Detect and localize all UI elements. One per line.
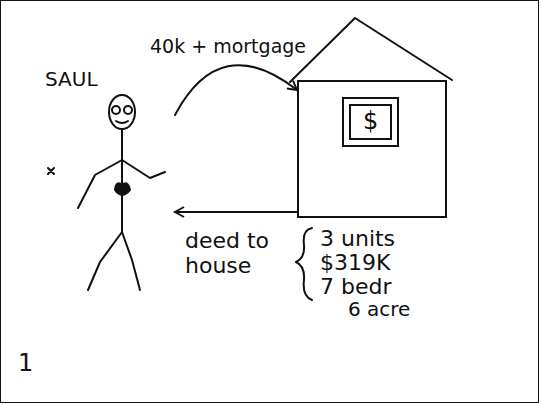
house-note: 6 acre bbox=[348, 298, 410, 321]
transfer-arrow bbox=[175, 65, 297, 115]
arrow-label: deed to house bbox=[185, 228, 280, 279]
house-roof bbox=[290, 18, 452, 82]
brace bbox=[296, 228, 312, 300]
house-box: $ bbox=[297, 80, 447, 218]
mark bbox=[48, 168, 54, 174]
arm bbox=[122, 160, 165, 178]
house-note: 7 bedr bbox=[320, 274, 392, 299]
glasses bbox=[124, 106, 132, 114]
leg bbox=[122, 232, 140, 290]
glasses bbox=[112, 106, 120, 114]
heart bbox=[115, 183, 130, 195]
mouth bbox=[116, 121, 128, 123]
arm bbox=[78, 160, 122, 208]
body bbox=[121, 129, 123, 232]
page-number: 1 bbox=[18, 350, 33, 378]
head bbox=[109, 95, 135, 129]
house-note: 3 units bbox=[320, 226, 395, 251]
name-label: SAUL bbox=[45, 68, 98, 91]
person-figure: SAUL bbox=[45, 68, 175, 295]
transfer-arrow bbox=[175, 211, 297, 213]
arrow-label: 40k + mortgage bbox=[150, 36, 306, 58]
money-sign: $ bbox=[349, 104, 392, 140]
leg bbox=[88, 232, 122, 290]
house-note: $319K bbox=[320, 250, 390, 275]
